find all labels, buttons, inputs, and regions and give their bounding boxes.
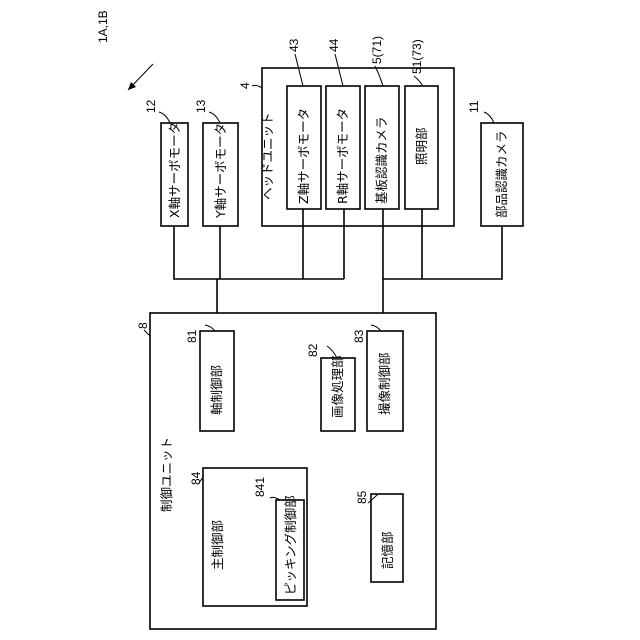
- control-unit-leader: [144, 330, 150, 336]
- main-control-ref: 84: [189, 471, 203, 485]
- image-processing-ref: 82: [306, 343, 320, 357]
- board-camera-label: 基板認識カメラ: [374, 116, 389, 204]
- y-servo-label: Y軸サーボモータ: [213, 123, 228, 219]
- head-unit-label: ヘッドユニット: [260, 112, 275, 200]
- imaging-control-ref: 83: [352, 329, 366, 343]
- axis-bus-line: [174, 226, 344, 279]
- component-camera-ref: 11: [467, 100, 481, 113]
- y-servo-ref: 13: [194, 99, 208, 113]
- r-servo-label: R軸サーボモータ: [335, 108, 350, 204]
- x-servo-label: X軸サーボモータ: [167, 122, 182, 218]
- imaging-control-label: 撮像制御部: [377, 352, 392, 415]
- component-camera-leader: [484, 112, 494, 123]
- lighting-label: 照明部: [414, 127, 429, 165]
- picking-control-label: ピッキング制御部: [283, 495, 298, 595]
- control-unit-ref: 8: [136, 322, 150, 329]
- axis-control-label: 軸制御部: [209, 365, 224, 415]
- storage-label: 記憶部: [380, 531, 395, 569]
- component-camera-label: 部品認識カメラ: [494, 130, 509, 218]
- storage-ref: 85: [355, 490, 369, 504]
- x-servo-leader: [159, 112, 170, 123]
- head-unit-ref: 4: [238, 82, 252, 89]
- z-servo-label: Z軸サーボモータ: [296, 108, 311, 204]
- head-unit-leader: [252, 85, 262, 88]
- main-control-label: 主制御部: [210, 520, 225, 570]
- picking-control-ref: 841: [253, 477, 267, 497]
- r-servo-ref: 44: [327, 38, 341, 52]
- y-servo-leader: [209, 112, 220, 123]
- control-unit-label: 制御ユニット: [159, 437, 174, 512]
- figure-ref-label: 1A,1B: [96, 10, 110, 43]
- z-servo-ref: 43: [287, 38, 301, 52]
- axis-control-ref: 81: [185, 329, 199, 343]
- lighting-ref: 51(73): [410, 39, 424, 74]
- board-camera-ref: 5(71): [370, 36, 384, 64]
- x-servo-ref: 12: [144, 99, 158, 113]
- image-processing-label: 画像処理部: [330, 355, 345, 418]
- figure-reference: 1A,1B: [96, 10, 153, 90]
